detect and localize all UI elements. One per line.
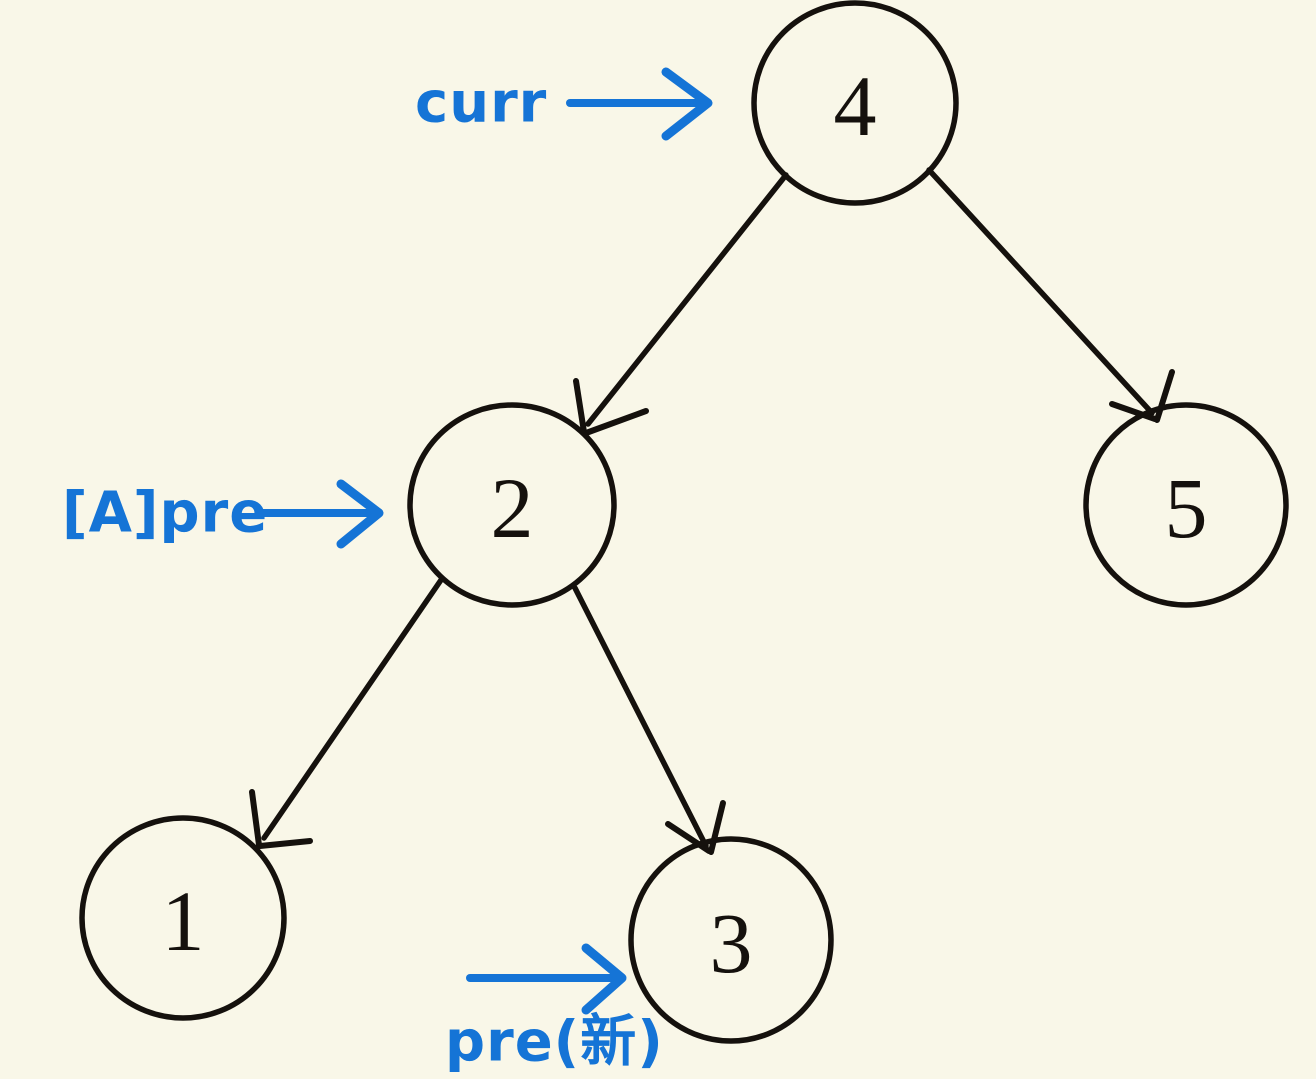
edge-4-to-5-barb-left (1109, 401, 1158, 422)
node-2-circle (407, 402, 617, 608)
node-4-label: 4 (834, 58, 877, 154)
node-3-label: 3 (710, 895, 753, 991)
node-5-label: 5 (1165, 460, 1208, 556)
annotation-pre-new-arrow-head (581, 943, 627, 1015)
annotation-curr-label: curr (415, 71, 547, 136)
edge-2-to-3-barb-left (665, 821, 712, 854)
node-1-label: 1 (162, 873, 205, 969)
node-4-circle (751, 0, 959, 206)
edge-2-to-1-line (261, 577, 444, 841)
edge-group (249, 167, 1175, 855)
tree-node-5[interactable]: 5 (1083, 402, 1289, 608)
edge-4-to-2-barb-right (583, 408, 649, 436)
annotation-pre-new-label: pre(新) (445, 1010, 664, 1075)
node-2-label: 2 (491, 460, 534, 556)
edge-4-to-5-line (926, 167, 1155, 416)
edge-2-to-3-line (572, 585, 709, 849)
node-group: 4 2 5 1 3 (79, 0, 1289, 1044)
node-3-circle (628, 836, 834, 1044)
annotation-pre-old[interactable]: [A]pre (62, 479, 384, 549)
annotation-group: curr [A]pre pre(新) (62, 67, 713, 1075)
tree-node-1[interactable]: 1 (79, 815, 287, 1021)
annotation-curr-arrow-head (661, 67, 713, 141)
tree-node-4[interactable]: 4 (751, 0, 959, 206)
edge-4-to-5-barb-right (1154, 369, 1175, 423)
edge-4-to-2-barb-left (573, 378, 587, 435)
edge-4-to-2-line (585, 172, 789, 427)
annotation-pre-old-arrow-head (336, 479, 384, 549)
node-5-circle (1083, 402, 1289, 608)
edge-2-to-1 (249, 577, 444, 849)
edge-4-to-5 (926, 167, 1175, 423)
edge-2-to-3-barb-right (708, 800, 726, 855)
annotation-pre-old-label: [A]pre (62, 481, 268, 546)
annotation-pre-new[interactable]: pre(新) (445, 943, 664, 1075)
edge-2-to-1-barb-right (257, 838, 313, 849)
node-1-circle (79, 815, 287, 1021)
annotation-curr[interactable]: curr (415, 67, 713, 141)
tree-node-3[interactable]: 3 (628, 836, 834, 1044)
edge-2-to-1-barb-left (249, 789, 262, 848)
edge-2-to-3 (572, 585, 726, 855)
edge-4-to-2 (573, 172, 789, 436)
tree-node-2[interactable]: 2 (407, 402, 617, 608)
